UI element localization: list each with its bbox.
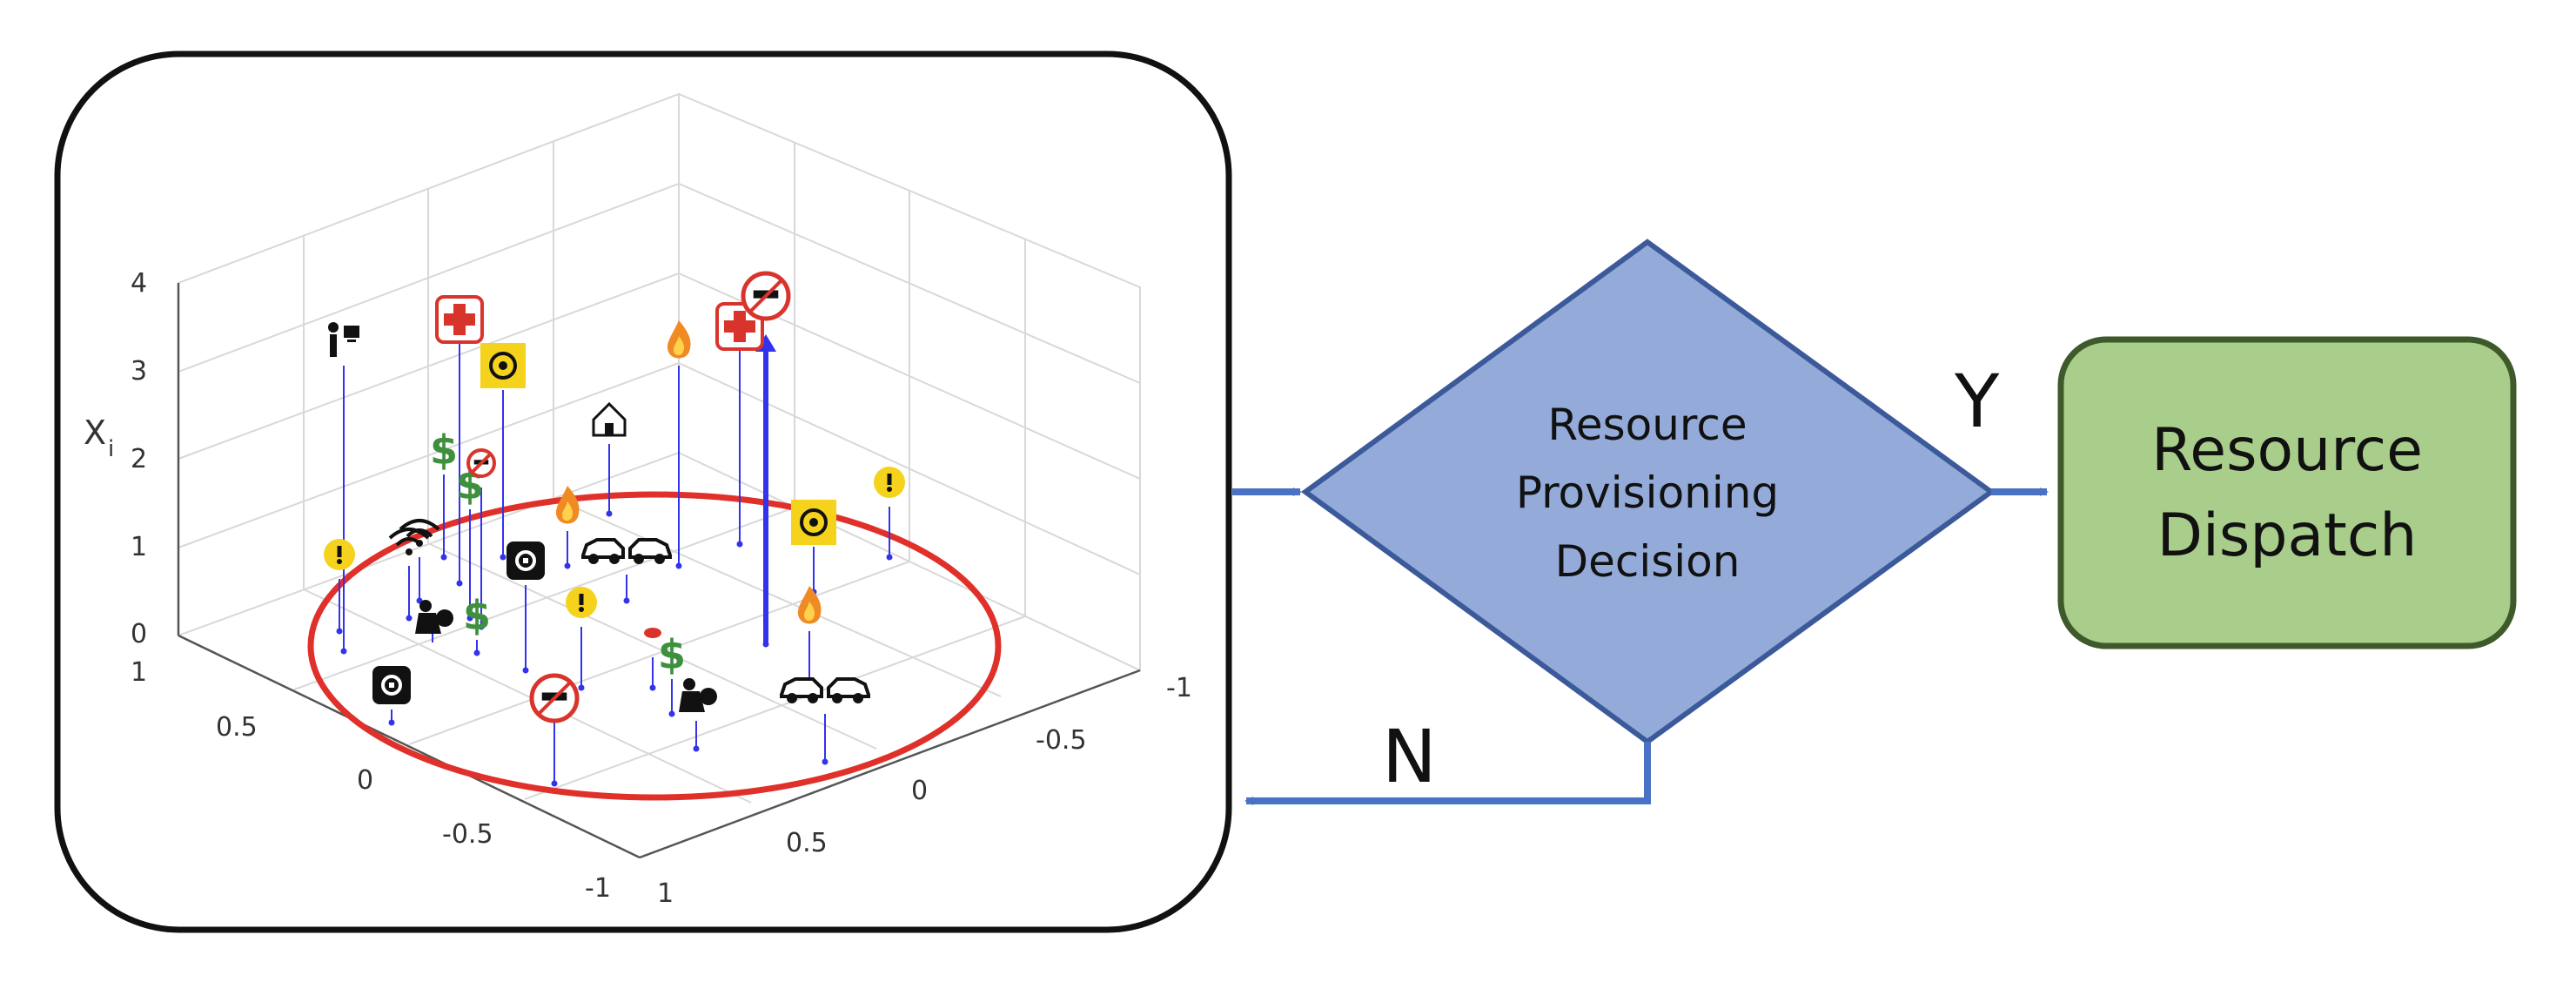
incident-plot-panel: 0 1 2 3 4 Xi 1 0.5 0 -0.5 -1 -1 -0.5 0 0… xyxy=(54,50,1232,933)
car-crash-icon xyxy=(780,677,870,703)
highlight-region-ellipse xyxy=(307,491,1002,801)
dollar-icon: $ xyxy=(430,427,458,474)
warning-icon xyxy=(324,539,355,570)
x-tick-label: 1 xyxy=(657,878,674,909)
incident-stem-base xyxy=(473,649,480,656)
dollar-icon: $ xyxy=(463,592,491,639)
z-tick-label: 4 xyxy=(131,268,147,299)
rideshare-icon xyxy=(372,666,411,704)
z-axis-label: Xi xyxy=(84,414,114,462)
svg-text:$: $ xyxy=(463,592,491,639)
incident-stem-base xyxy=(466,615,473,622)
z-tick-label: 0 xyxy=(131,619,147,649)
no-label: N xyxy=(1382,714,1437,799)
dispatch-label-line-2: Dispatch xyxy=(2157,501,2418,570)
incident-stem-base xyxy=(440,554,447,561)
biohazard-icon xyxy=(791,500,836,545)
z-axis-label-main: X xyxy=(84,414,106,452)
incident-stem-base xyxy=(886,554,893,561)
incident-stem-base xyxy=(762,641,769,648)
x-tick-label: -0.5 xyxy=(1036,725,1087,756)
z-axis-label-subscript: i xyxy=(108,436,114,462)
prohibited-icon xyxy=(466,448,496,478)
incident-stem-base xyxy=(500,554,506,561)
fire-icon xyxy=(667,320,691,359)
yes-label: Y xyxy=(1954,359,2000,444)
y-tick-label: -0.5 xyxy=(442,819,493,850)
incident-stems xyxy=(336,334,893,787)
decision-label-line-2: Provisioning xyxy=(1516,467,1779,518)
incident-stem-base xyxy=(336,628,343,635)
x-tick-label: 0.5 xyxy=(786,828,828,858)
medical-cross-icon xyxy=(435,295,484,344)
incident-stem-base xyxy=(623,597,630,604)
incident-stem-base xyxy=(406,615,413,622)
biohazard-icon xyxy=(480,343,526,388)
incident-stem-base xyxy=(456,580,463,587)
decision-label-line-1: Resource xyxy=(1547,400,1747,450)
incident-stem-base xyxy=(675,562,682,569)
incident-stem-base xyxy=(522,667,529,674)
no-gun-icon xyxy=(741,271,791,321)
incident-stem-base xyxy=(668,710,675,717)
y-tick-label: 0.5 xyxy=(216,712,258,743)
car-crash-icon xyxy=(581,538,672,564)
incident-stem-base xyxy=(564,562,571,569)
warning-icon xyxy=(566,587,597,618)
rideshare-icon xyxy=(506,541,545,580)
dispatch-flowchart: Resource Provisioning Decision Y Resourc… xyxy=(1232,239,2517,805)
dispatch-label-line-1: Resource xyxy=(2151,416,2423,485)
warning-icon xyxy=(874,467,905,498)
incident-stem-base xyxy=(822,758,828,765)
plot-axis-lines xyxy=(177,283,1141,859)
medical-cross-icon xyxy=(715,302,764,351)
dollar-icon: $ xyxy=(658,631,686,678)
house-icon xyxy=(592,401,627,437)
svg-text:$: $ xyxy=(658,631,686,678)
robbery-icon xyxy=(415,600,453,634)
incident-stem-base xyxy=(388,719,395,726)
y-tick-label: 1 xyxy=(131,657,147,688)
incident-stem-base xyxy=(693,745,700,752)
decision-label-line-3: Decision xyxy=(1555,536,1741,587)
z-tick-label: 3 xyxy=(131,356,147,387)
incident-stem-base xyxy=(478,623,485,630)
z-tick-label: 1 xyxy=(131,532,147,562)
no-gun-icon xyxy=(529,673,580,723)
alarm-icon xyxy=(644,628,661,638)
incident-stem-base xyxy=(649,684,656,691)
incident-stem-base xyxy=(736,541,743,548)
incident-stem-base xyxy=(578,684,585,691)
fire-icon xyxy=(555,486,580,524)
person-computer-icon xyxy=(328,322,359,357)
z-tick-label: 2 xyxy=(131,444,147,474)
incident-stem-base xyxy=(551,780,558,787)
incident-stem-base xyxy=(340,648,347,655)
wifi-icon xyxy=(388,528,430,555)
x-tick-label: 0 xyxy=(911,776,928,806)
robbery-icon xyxy=(679,678,717,712)
incident-icons: $$$$ xyxy=(324,271,905,723)
fire-icon xyxy=(797,586,822,624)
incident-stem-base xyxy=(606,510,613,517)
dispatch-box xyxy=(2057,336,2517,649)
x-tick-label: -1 xyxy=(1166,673,1192,703)
svg-text:$: $ xyxy=(430,427,458,474)
y-tick-label: -1 xyxy=(585,873,611,904)
y-tick-label: 0 xyxy=(357,765,373,796)
plot-axes-box xyxy=(178,92,1141,804)
no-arrow xyxy=(1244,742,1651,805)
